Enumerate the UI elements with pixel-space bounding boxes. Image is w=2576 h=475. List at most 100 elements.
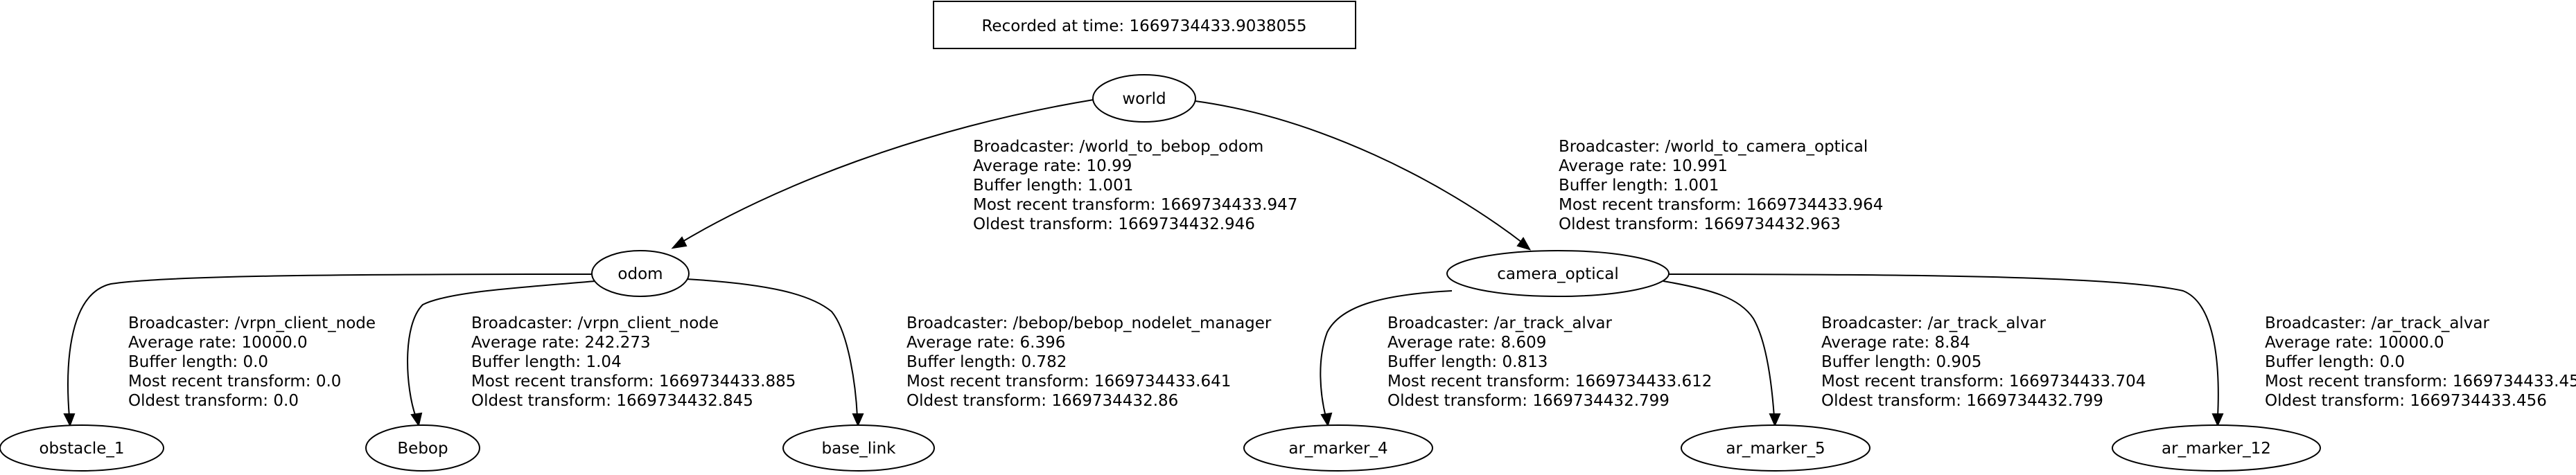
edge-odom-obstacle-arrowhead — [63, 413, 76, 427]
node-odom-label: odom — [617, 265, 663, 283]
node-camera-optical-ellipse — [1446, 250, 1670, 297]
node-ar-marker-5-ellipse — [1681, 424, 1870, 472]
edge-label-rate: Average rate: 242.273 — [471, 334, 651, 352]
node-base-link[interactable]: base_link — [782, 424, 935, 472]
edge-odom-base-line — [685, 278, 858, 418]
edge-label-buffer: Buffer length: 0.0 — [2265, 353, 2405, 371]
edge-camera-m5-arrowhead — [1769, 413, 1781, 427]
edge-label-camera-m12: Broadcaster: /ar_track_alvar Average rat… — [2265, 314, 2576, 410]
edge-label-odom-obstacle: Broadcaster: /vrpn_client_node Average r… — [128, 314, 376, 410]
edge-label-recent: Most recent transform: 1669734433.964 — [1559, 196, 1883, 214]
edge-label-rate: Average rate: 6.396 — [906, 334, 1065, 352]
edge-camera-m5 — [1663, 280, 1781, 427]
node-ar-marker-12-label: ar_marker_12 — [2162, 440, 2271, 458]
edge-label-world-camera: Broadcaster: /world_to_camera_optical Av… — [1559, 138, 1883, 233]
edge-camera-m12 — [1668, 274, 2224, 427]
edge-label-buffer: Buffer length: 0.813 — [1387, 353, 1548, 371]
edge-label-recent: Most recent transform: 1669734433.456 — [2265, 373, 2576, 391]
node-ar-marker-4[interactable]: ar_marker_4 — [1243, 424, 1433, 472]
edge-label-broadcaster: Broadcaster: /ar_track_alvar — [1821, 314, 2047, 332]
edge-label-recent: Most recent transform: 0.0 — [128, 373, 341, 391]
edge-odom-bebop-arrowhead — [410, 412, 423, 427]
edge-odom-obstacle-line — [67, 274, 595, 418]
edge-label-rate: Average rate: 10.99 — [973, 157, 1132, 175]
edge-label-odom-bebop: Broadcaster: /vrpn_client_node Average r… — [471, 314, 796, 410]
edge-label-buffer: Buffer length: 1.001 — [973, 177, 1133, 195]
edge-world-odom — [671, 99, 1094, 249]
edge-label-recent: Most recent transform: 1669734433.641 — [906, 373, 1231, 391]
edge-label-rate: Average rate: 10.991 — [1559, 157, 1728, 175]
edge-label-broadcaster: Broadcaster: /vrpn_client_node — [128, 314, 376, 332]
recorded-time-text: Recorded at time: 1669734433.9038055 — [981, 17, 1306, 35]
node-ar-marker-12[interactable]: ar_marker_12 — [2112, 424, 2321, 472]
node-bebop-ellipse — [365, 424, 480, 472]
node-odom-ellipse — [591, 250, 690, 297]
edge-odom-bebop — [407, 280, 604, 427]
edge-label-buffer: Buffer length: 1.001 — [1559, 177, 1719, 195]
edge-label-buffer: Buffer length: 0.0 — [128, 353, 268, 371]
edge-camera-m5-line — [1663, 280, 1775, 418]
edge-world-camera — [1195, 100, 1532, 251]
edge-label-broadcaster: Broadcaster: /vrpn_client_node — [471, 314, 719, 332]
edge-label-oldest: Oldest transform: 1669734432.963 — [1559, 215, 1841, 233]
edge-label-broadcaster: Broadcaster: /ar_track_alvar — [2265, 314, 2490, 332]
edge-label-recent: Most recent transform: 1669734433.885 — [471, 373, 796, 391]
edge-label-rate: Average rate: 10000.0 — [2265, 334, 2444, 352]
node-ar-marker-5-label: ar_marker_5 — [1726, 440, 1825, 458]
edge-label-oldest: Oldest transform: 1669734432.946 — [973, 215, 1255, 233]
edge-label-recent: Most recent transform: 1669734433.612 — [1387, 373, 1712, 391]
edge-label-oldest: Oldest transform: 1669734432.799 — [1387, 392, 1670, 410]
edge-camera-m12-arrowhead — [2211, 413, 2224, 427]
node-base-link-label: base_link — [821, 440, 896, 458]
node-base-link-ellipse — [782, 424, 935, 472]
edge-label-oldest: Oldest transform: 1669734432.799 — [1821, 392, 2103, 410]
node-ar-marker-12-ellipse — [2112, 424, 2321, 472]
edge-label-buffer: Buffer length: 0.905 — [1821, 353, 1981, 371]
node-world[interactable]: world — [1092, 74, 1196, 123]
recorded-time-box: Recorded at time: 1669734433.9038055 — [933, 1, 1356, 49]
edge-odom-obstacle — [63, 274, 595, 427]
edge-label-recent: Most recent transform: 1669734433.947 — [973, 196, 1297, 214]
node-world-ellipse — [1092, 74, 1196, 123]
node-bebop-label: Bebop — [397, 440, 448, 458]
edge-label-recent: Most recent transform: 1669734433.704 — [1821, 373, 2146, 391]
node-camera-optical-label: camera_optical — [1497, 265, 1619, 283]
edge-odom-base-arrowhead — [852, 413, 864, 427]
node-bebop[interactable]: Bebop — [365, 424, 480, 472]
edge-label-broadcaster: Broadcaster: /ar_track_alvar — [1387, 314, 1613, 332]
edge-label-oldest: Oldest transform: 0.0 — [128, 392, 299, 410]
edge-world-odom-arrowhead — [671, 236, 687, 249]
node-ar-marker-5[interactable]: ar_marker_5 — [1681, 424, 1870, 472]
edge-label-oldest: Oldest transform: 1669734432.86 — [906, 392, 1178, 410]
node-camera-optical[interactable]: camera_optical — [1446, 250, 1670, 297]
edge-odom-bebop-line — [407, 280, 604, 418]
node-ar-marker-4-ellipse — [1243, 424, 1433, 472]
edge-label-world-odom: Broadcaster: /world_to_bebop_odom Averag… — [973, 138, 1297, 233]
edge-label-broadcaster: Broadcaster: /world_to_bebop_odom — [973, 138, 1263, 156]
edge-label-broadcaster: Broadcaster: /bebop/bebop_nodelet_manage… — [906, 314, 1272, 332]
node-ar-marker-4-label: ar_marker_4 — [1288, 440, 1387, 458]
edge-label-broadcaster: Broadcaster: /world_to_camera_optical — [1559, 138, 1868, 156]
edge-label-odom-base: Broadcaster: /bebop/bebop_nodelet_manage… — [906, 314, 1272, 410]
edge-label-oldest: Oldest transform: 1669734433.456 — [2265, 392, 2547, 410]
node-world-label: world — [1122, 90, 1166, 108]
edge-odom-base — [685, 278, 864, 427]
edge-label-buffer: Buffer length: 0.782 — [906, 353, 1067, 371]
edge-label-rate: Average rate: 10000.0 — [128, 334, 308, 352]
edge-camera-m4-arrowhead — [1320, 412, 1333, 427]
node-obstacle-1-label: obstacle_1 — [39, 440, 124, 458]
edge-label-camera-m5: Broadcaster: /ar_track_alvar Average rat… — [1821, 314, 2146, 410]
edge-camera-m12-line — [1668, 274, 2219, 418]
edge-camera-m4-line — [1320, 290, 1453, 418]
edge-camera-m4 — [1320, 290, 1453, 427]
recorded-time-frame — [933, 1, 1356, 49]
edge-label-rate: Average rate: 8.84 — [1821, 334, 1970, 352]
edge-world-camera-line — [1195, 100, 1525, 245]
edge-world-odom-line — [677, 99, 1094, 245]
node-obstacle-1-ellipse — [0, 424, 164, 472]
node-obstacle-1[interactable]: obstacle_1 — [0, 424, 164, 472]
node-odom[interactable]: odom — [591, 250, 690, 297]
edge-label-buffer: Buffer length: 1.04 — [471, 353, 622, 371]
edge-label-camera-m4: Broadcaster: /ar_track_alvar Average rat… — [1387, 314, 1712, 410]
